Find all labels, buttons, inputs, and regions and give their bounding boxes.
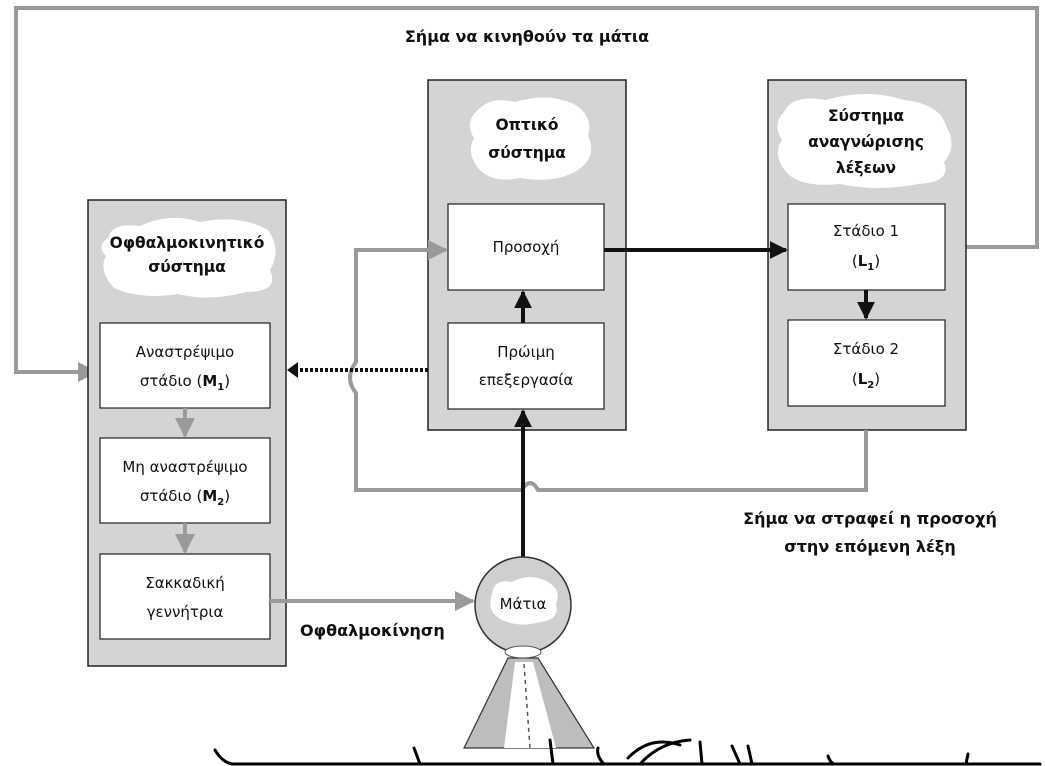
stage1-line1: Στάδιο 1: [833, 222, 899, 240]
word-recognition-cloud: [777, 94, 952, 188]
road-stripe: [504, 662, 556, 748]
eye-lens: [504, 645, 542, 659]
m2-line2: στάδιο (M2): [140, 487, 230, 508]
m1-line2: στάδιο (M1): [140, 372, 230, 393]
road-center-line: [523, 663, 531, 749]
eye-movement-label: Οφθαλμοκίνηση: [300, 621, 445, 640]
irreversible-stage-box: [99, 437, 271, 524]
saccade-generator-box: [99, 553, 271, 640]
attention-signal-line2: στην επόμενη λέξη: [784, 537, 956, 556]
attention-shift-feedback-line: [348, 240, 868, 492]
eyes-figure: Μάτια: [463, 556, 596, 749]
oculomotor-title-line1: Οφθαλμοκινητικό: [110, 234, 265, 252]
attention-box: [447, 203, 605, 291]
word-recognition-system: Σύστημα αναγνώρισης λέξεων Στάδιο 1 (L1)…: [767, 79, 967, 431]
early-processing-line1: Πρώιμη: [497, 343, 555, 361]
oculomotor-title-line2: σύστημα: [148, 258, 226, 276]
attention-signal-line1: Σήμα να στραφεί η προσοχή: [743, 509, 997, 528]
visual-title-line2: σύστημα: [488, 144, 566, 162]
early-to-m1-arrowhead: [287, 362, 298, 378]
early-processing-box: [447, 322, 605, 410]
m2-line1: Μη αναστρέψιμο: [122, 458, 247, 476]
saccade-line1: Σακκαδική: [145, 574, 225, 592]
eyes-label: Μάτια: [500, 595, 547, 613]
stage1-box: [787, 203, 946, 291]
bottom-scribbles: [213, 738, 1042, 766]
stage1-line2: (L1): [852, 252, 880, 273]
top-feedback-line: [14, 6, 1039, 382]
early-processing-line2: επεξεργασία: [479, 371, 574, 389]
word-title-line2: αναγνώρισης: [808, 133, 924, 151]
word-title-line3: λέξεων: [836, 159, 896, 177]
saccade-line2: γεννήτρια: [147, 603, 224, 621]
visual-title-line1: Οπτικό: [495, 116, 558, 134]
reversible-stage-box: [99, 322, 271, 409]
stage2-box: [787, 319, 946, 407]
visual-system: Οπτικό σύστημα Προσοχή Πρώιμη επεξεργασί…: [427, 79, 627, 431]
visual-cloud: [469, 97, 592, 180]
attention-label: Προσοχή: [493, 238, 560, 256]
eye-cloud: [490, 577, 558, 625]
word-title-line1: Σύστημα: [828, 107, 904, 125]
stage2-line2: (L2): [852, 370, 880, 391]
move-eyes-signal-label: Σήμα να κινηθούν τα μάτια: [405, 27, 649, 46]
m1-line1: Αναστρέψιμο: [136, 343, 234, 361]
oculomotor-cloud: [101, 217, 276, 298]
stage2-line1: Στάδιο 2: [833, 340, 899, 358]
oculomotor-system: Οφθαλμοκινητικό σύστημα Αναστρέψιμο στάδ…: [87, 199, 287, 667]
